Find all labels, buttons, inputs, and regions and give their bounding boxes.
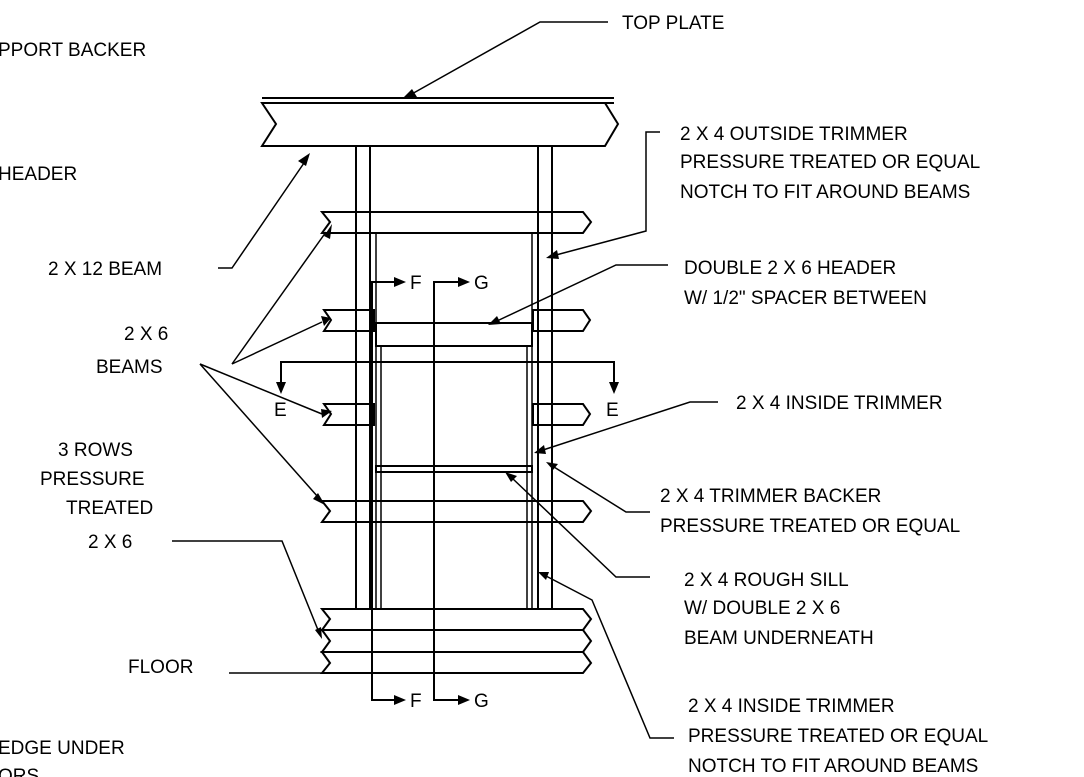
double-header [375, 322, 533, 347]
rough-sill [375, 465, 533, 473]
labels: TOP PLATE PPORT BACKER HEADER 2 X 4 OUTS… [0, 13, 988, 777]
floor-row-2 [320, 629, 593, 653]
label-trimmer-backer-1: 2 X 4 TRIMMER BACKER [660, 486, 881, 507]
label-rows-4: 2 X 6 [88, 532, 132, 553]
label-rows-1: 3 ROWS [58, 440, 133, 461]
label-beams-2x6-2: BEAMS [96, 357, 163, 378]
section-marker-f-bottom: F [410, 691, 422, 712]
section-markers: F G F G E E [274, 273, 619, 712]
label-rows-3: TREATED [66, 498, 153, 519]
label-outside-trimmer-3: NOTCH TO FIT AROUND BEAMS [680, 182, 970, 203]
section-marker-e-right: E [606, 400, 619, 421]
label-trimmer-backer-2: PRESSURE TREATED OR EQUAL [660, 516, 960, 537]
label-rough-sill-1: 2 X 4 ROUGH SILL [684, 570, 849, 591]
outside-studs [355, 146, 553, 609]
section-marker-g-top: G [474, 273, 489, 294]
label-header: HEADER [0, 164, 77, 185]
section-g-line [433, 281, 460, 701]
section-e-line [280, 361, 615, 384]
label-rows-2: PRESSURE [40, 469, 145, 490]
label-ledge-2: ORS [0, 766, 39, 777]
beam-2x6-upper-left [322, 309, 375, 332]
label-outside-trimmer-2: PRESSURE TREATED OR EQUAL [680, 152, 980, 173]
label-ledge-1: EDGE UNDER [0, 738, 125, 759]
inner-trimmers [375, 234, 533, 609]
label-double-header-2: W/ 1/2" SPACER BETWEEN [684, 288, 927, 309]
framing [260, 97, 620, 674]
label-beam-2x12: 2 X 12 BEAM [48, 259, 162, 280]
beam-2x6-bottom [319, 500, 593, 523]
section-f-line [371, 281, 396, 701]
label-double-header-1: DOUBLE 2 X 6 HEADER [684, 258, 896, 279]
label-beams-2x6-1: 2 X 6 [124, 324, 168, 345]
label-rough-sill-2: W/ DOUBLE 2 X 6 [684, 598, 840, 619]
beam-2x6-lower-right [532, 403, 592, 426]
label-inside-trimmer-pt-1: 2 X 4 INSIDE TRIMMER [688, 696, 895, 717]
floor-row-1 [319, 608, 593, 631]
label-inside-trimmer-pt-2: PRESSURE TREATED OR EQUAL [688, 726, 988, 747]
floor-row-3 [319, 651, 593, 674]
beam-2x12 [319, 211, 593, 234]
beam-2x6-upper-right [532, 309, 592, 332]
label-rough-sill-3: BEAM UNDERNEATH [684, 628, 874, 649]
leader-lines [172, 21, 718, 739]
label-top-plate: TOP PLATE [622, 13, 724, 34]
label-outside-trimmer-1: 2 X 4 OUTSIDE TRIMMER [680, 124, 908, 145]
section-marker-f-top: F [410, 273, 422, 294]
beam-2x6-lower-left [322, 403, 375, 426]
label-support-backer: PPORT BACKER [0, 40, 146, 61]
header-block [260, 102, 620, 147]
section-marker-g-bottom: G [474, 691, 489, 712]
label-inside-trimmer-pt-3: NOTCH TO FIT AROUND BEAMS [688, 756, 978, 777]
section-marker-e-left: E [274, 400, 287, 421]
label-inside-trimmer: 2 X 4 INSIDE TRIMMER [736, 393, 943, 414]
label-floor: FLOOR [128, 657, 193, 678]
